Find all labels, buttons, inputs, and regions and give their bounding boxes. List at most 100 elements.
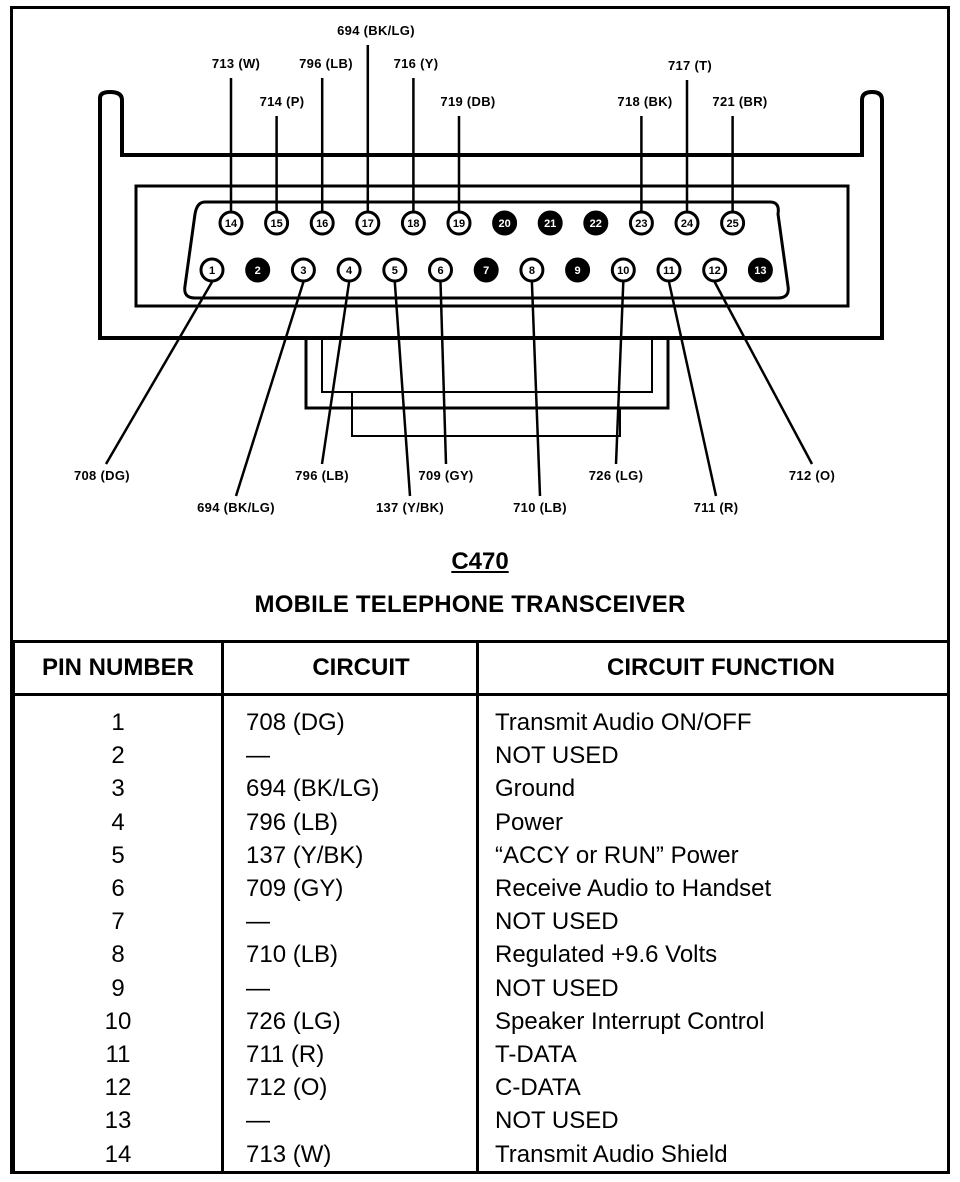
pin-11: 11	[656, 257, 682, 283]
pin-circle	[199, 257, 225, 283]
pin-8: 8	[519, 257, 545, 283]
pin-number-label: 19	[453, 218, 465, 230]
pin-24: 24	[674, 210, 700, 236]
connector-tab-inner	[321, 340, 653, 393]
wire-label-pin-14: 713 (W)	[212, 56, 260, 71]
pin-shell	[183, 200, 790, 300]
pin-number-label: 15	[270, 218, 282, 230]
pin-4: 4	[336, 257, 362, 283]
pin-number-label: 3	[300, 265, 306, 277]
circuit-cell: 726 (LG)	[221, 1004, 479, 1038]
pin-circle	[702, 257, 728, 283]
circuit-function-cell: NOT USED	[476, 1104, 950, 1138]
header-pin-number: PIN NUMBER	[12, 640, 224, 696]
pin-number-cell: 3	[12, 772, 224, 806]
pin-number-cell: 11	[12, 1037, 224, 1072]
leader-line	[614, 281, 625, 465]
pin-circle	[218, 210, 244, 236]
pin-number-cell: 6	[12, 871, 224, 906]
circuit-cell: —	[221, 971, 479, 1005]
table-row: 7—NOT USED	[12, 905, 950, 939]
wire-label-pin-18: 716 (Y)	[394, 56, 439, 71]
pin-circle	[565, 257, 591, 283]
leader-line	[530, 281, 542, 497]
pin-3: 3	[290, 257, 316, 283]
pin-22: 22	[583, 210, 609, 236]
header-circuit: CIRCUIT	[221, 640, 479, 696]
pin-number-label: 16	[316, 218, 328, 230]
pin-circle	[382, 257, 408, 283]
pin-number-cell: 1	[12, 694, 224, 740]
connector-subtitle: MOBILE TELEPHONE TRANSCEIVER	[254, 591, 686, 618]
pin-number-label: 23	[635, 218, 647, 230]
pin-circle	[473, 257, 499, 283]
wire-label-pin-11: 711 (R)	[694, 500, 739, 515]
pin-circle	[428, 257, 453, 283]
wire-label-pin-17: 694 (BK/LG)	[337, 23, 415, 38]
leader-line	[667, 281, 718, 497]
pin-18: 18	[400, 210, 426, 236]
circuit-function-cell: Transmit Audio ON/OFF	[476, 694, 950, 740]
pin-12: 12	[702, 257, 728, 283]
circuit-cell: 137 (Y/BK)	[221, 838, 479, 872]
pin-20: 20	[492, 210, 518, 236]
pin-circle	[400, 210, 426, 236]
circuit-cell: —	[221, 1104, 479, 1138]
pin-number-label: 21	[544, 218, 556, 230]
pin-number-label: 7	[483, 265, 489, 277]
connector-title: C470	[451, 548, 509, 575]
pin-17: 17	[355, 210, 381, 236]
pin-number-label: 20	[498, 218, 510, 230]
circuit-function-cell: Receive Audio to Handset	[476, 871, 950, 906]
pin-circle	[656, 257, 682, 283]
leader-lines	[104, 45, 814, 497]
pin-circle	[720, 210, 746, 236]
pin-number-label: 4	[346, 265, 353, 277]
pin-number-cell: 7	[12, 905, 224, 939]
pin-circle	[747, 257, 773, 283]
wire-label-pin-5: 137 (Y/BK)	[376, 500, 444, 515]
pin-number-cell: 5	[12, 838, 224, 872]
circuit-function-cell: C-DATA	[476, 1071, 950, 1105]
pin-14: 14	[218, 210, 244, 236]
pin-number-cell: 12	[12, 1071, 224, 1105]
pin-circle	[519, 257, 545, 283]
pin-number-cell: 8	[12, 938, 224, 972]
circuit-function-cell: Transmit Audio Shield	[476, 1137, 950, 1174]
pin-number-label: 6	[437, 265, 443, 277]
wire-label-pin-6: 709 (GY)	[418, 468, 473, 483]
pin-circle	[537, 210, 563, 236]
pin-circle	[245, 257, 271, 283]
pin-number-label: 22	[590, 218, 602, 230]
circuit-function-cell: Regulated +9.6 Volts	[476, 938, 950, 972]
pin-19: 19	[446, 210, 472, 236]
pin-number-label: 25	[726, 218, 738, 230]
leader-line	[393, 281, 412, 497]
pin-circle	[492, 210, 518, 236]
pin-number-cell: 9	[12, 971, 224, 1005]
circuit-function-cell: Speaker Interrupt Control	[476, 1004, 950, 1038]
table-header-row: PIN NUMBER CIRCUIT CIRCUIT FUNCTION	[12, 640, 950, 696]
table-row: 2—NOT USED	[12, 739, 950, 773]
pin-10: 10	[610, 257, 636, 283]
wire-label-pin-4: 796 (LB)	[295, 468, 349, 483]
pin-1: 1	[199, 257, 225, 283]
pin-5: 5	[382, 257, 408, 283]
pin-21: 21	[537, 210, 563, 236]
wire-labels: 713 (W) 714 (P) 796 (LB) 694 (BK/LG) 716 (Y)…	[74, 23, 835, 515]
wire-label-pin-10: 726 (LG)	[589, 468, 643, 483]
pin-number-label: 13	[754, 265, 766, 277]
wire-label-pin-15: 714 (P)	[260, 94, 305, 109]
circuit-cell: 712 (O)	[221, 1071, 479, 1105]
pin-6: 6	[428, 257, 453, 283]
pin-number-label: 8	[529, 265, 535, 277]
pin-number-label: 1	[209, 265, 215, 277]
pin-13: 13	[747, 257, 773, 283]
